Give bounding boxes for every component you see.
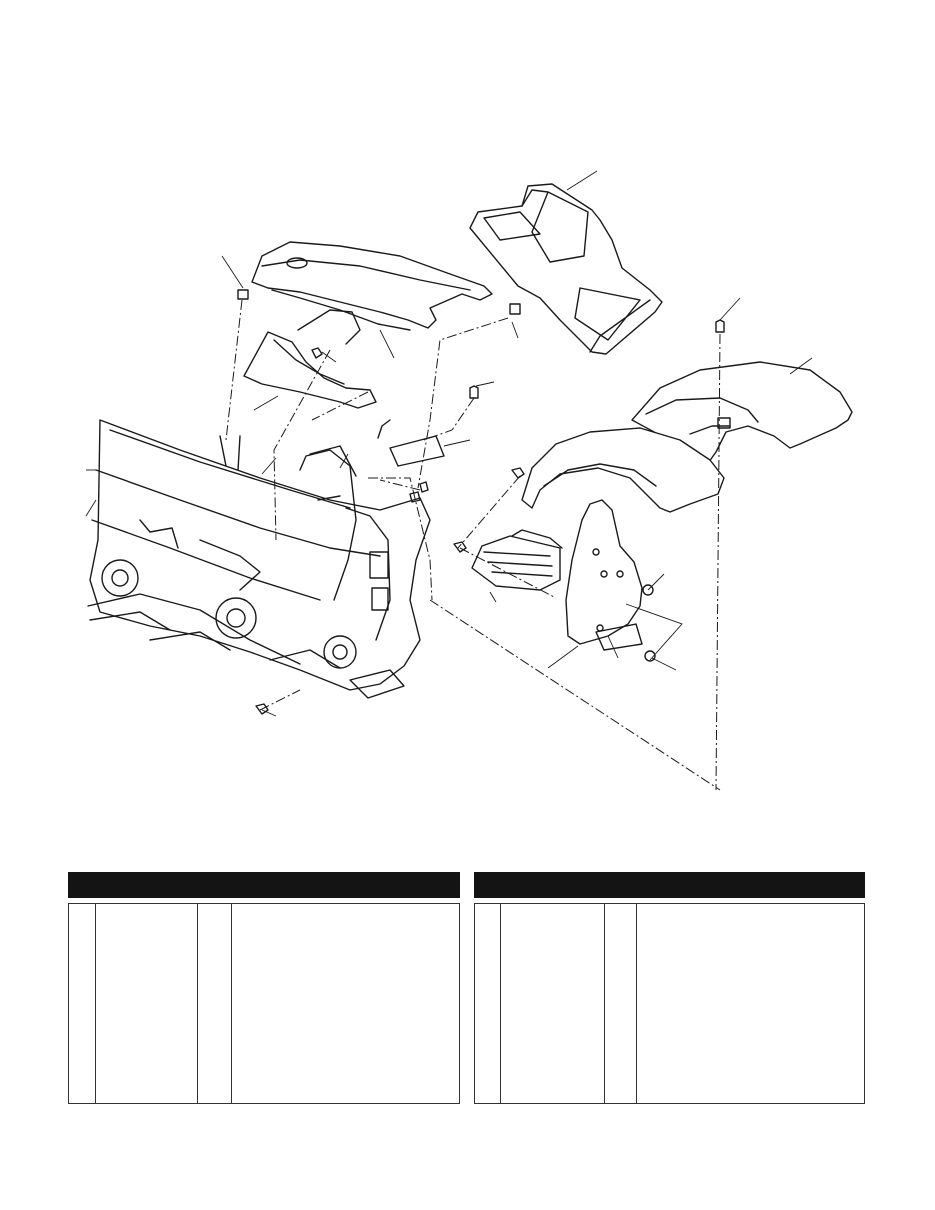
table-body	[474, 903, 865, 1104]
footrest	[471, 529, 563, 591]
assembly-lines	[225, 299, 721, 791]
column-divider	[604, 904, 605, 1103]
column-divider	[500, 904, 501, 1103]
upper-cowl	[251, 241, 493, 331]
fender-support-plate	[565, 499, 643, 651]
table-header-bar	[474, 872, 865, 898]
left-fender	[521, 427, 725, 513]
column-divider	[636, 904, 637, 1103]
table-body	[68, 903, 460, 1104]
parts-table-left	[68, 872, 460, 1104]
dash-panel	[469, 183, 663, 355]
fasteners	[237, 289, 725, 715]
lower-shield-panel	[243, 309, 377, 409]
parts-table-right	[474, 872, 865, 1104]
column-divider	[197, 904, 198, 1103]
callout-leaders	[85, 170, 813, 717]
column-divider	[231, 904, 232, 1103]
exploded-parts-diagram	[85, 170, 853, 791]
column-divider	[95, 904, 96, 1103]
tractor-frame	[87, 419, 431, 699]
table-header-bar	[68, 872, 460, 898]
